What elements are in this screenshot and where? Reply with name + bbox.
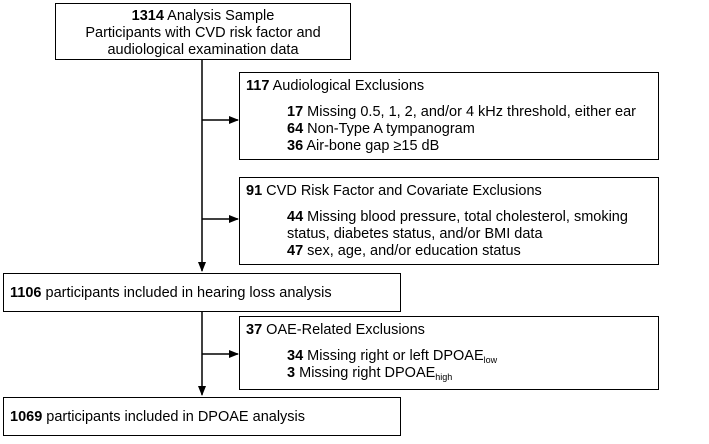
oae-exclusions-list: 34 Missing right or left DPOAElow 3 Miss… [246,348,658,382]
dpoae-count: 1069 [10,409,43,425]
list-item: 64 Non-Type A tympanogram [287,121,475,137]
list-item: 47 sex, age, and/or education status [287,243,521,259]
cvd-exclusions-list: 44 Missing blood pressure, total cholest… [246,209,658,260]
analysis-sample-count: 1314 [131,8,164,24]
audiological-exclusions-box: 117 Audiological Exclusions 17 Missing 0… [239,72,659,160]
analysis-sample-line3: audiological examination data [107,42,299,58]
cvd-exclusions-count: 91 [246,183,263,199]
cvd-exclusions-title: CVD Risk Factor and Covariate Exclusions [266,183,542,199]
oae-exclusions-box: 37 OAE-Related Exclusions 34 Missing rig… [239,316,659,390]
list-item: 3 Missing right DPOAEhigh [287,365,453,382]
list-item: 36 Air-bone gap ≥15 dB [287,138,440,154]
hearing-loss-text: participants included in hearing loss an… [45,285,332,301]
analysis-sample-line2: Participants with CVD risk factor and [85,25,321,41]
list-item-continuation: status, diabetes status, and/or BMI data [287,226,543,242]
analysis-sample-title: Analysis Sample [167,8,275,24]
list-item: 34 Missing right or left DPOAElow [287,348,498,365]
hearing-loss-count: 1106 [10,285,42,301]
list-item: 17 Missing 0.5, 1, 2, and/or 4 kHz thres… [287,104,637,120]
cvd-exclusions-box: 91 CVD Risk Factor and Covariate Exclusi… [239,177,659,265]
dpoae-text: participants included in DPOAE analysis [46,409,306,425]
oae-exclusions-title: OAE-Related Exclusions [266,322,425,338]
audiological-exclusions-list: 17 Missing 0.5, 1, 2, and/or 4 kHz thres… [246,104,658,155]
hearing-loss-analysis-box: 1106 participants included in hearing lo… [3,273,401,312]
oae-exclusions-count: 37 [246,322,263,338]
list-item: 44 Missing blood pressure, total cholest… [287,209,628,225]
audiological-exclusions-count: 117 [246,78,270,94]
audiological-exclusions-title: Audiological Exclusions [272,78,425,94]
dpoae-analysis-box: 1069 participants included in DPOAE anal… [3,397,401,436]
analysis-sample-box: 1314 Analysis Sample Participants with C… [55,3,351,60]
